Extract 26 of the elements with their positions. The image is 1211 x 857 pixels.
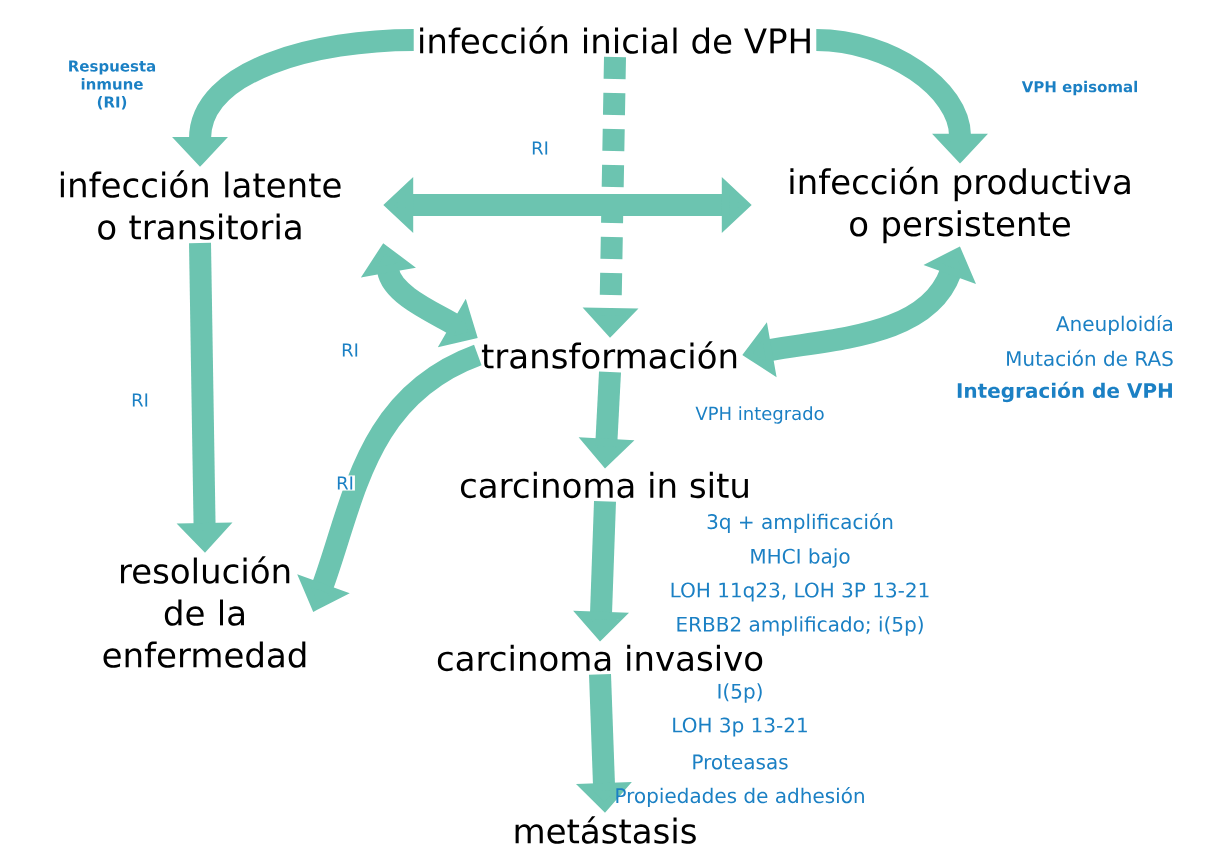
edge-label: VPH integrado: [694, 405, 826, 425]
annotation-text: Proteasas: [693, 754, 788, 770]
annotation-text: MHCI bajo: [751, 548, 850, 568]
edge-label: RI: [130, 392, 150, 408]
stage-label: transformación: [481, 341, 737, 369]
annotation-text: LOH 3p 13-21: [673, 717, 807, 737]
annotation-text: Integración de VPH: [957, 381, 1172, 403]
edge-label: RI: [340, 342, 360, 358]
edge-label: Respuesta inmune (RI): [65, 59, 159, 111]
annotation-text: Mutación de RAS: [1007, 349, 1173, 367]
annotation-text: 3q + amplificación: [707, 512, 893, 534]
stage-label: metástasis: [515, 816, 696, 844]
edge-label: VPH episomal: [1020, 79, 1140, 97]
annotation-text: Aneuploidía: [1056, 314, 1172, 336]
annotation-text: ERBB2 amplificado; i(5p): [677, 616, 923, 636]
stage-label: resolución de la enfermedad: [103, 556, 306, 668]
annotation-text: I(5p): [718, 683, 762, 703]
edge-label: RI: [530, 140, 550, 156]
edge-label: RI: [335, 475, 355, 491]
annotation-text: LOH 11q23, LOH 3P 13-21: [671, 582, 929, 602]
annotation-text: Propiedades de adhesión: [616, 786, 864, 808]
stage-label: infección inicial de VPH: [420, 26, 810, 54]
stage-label: carcinoma in situ: [460, 471, 748, 499]
stage-label: infección productiva o persistente: [790, 166, 1130, 244]
stage-label: infección latente o transitoria: [60, 170, 341, 240]
stage-label: carcinoma invasivo: [437, 644, 763, 672]
